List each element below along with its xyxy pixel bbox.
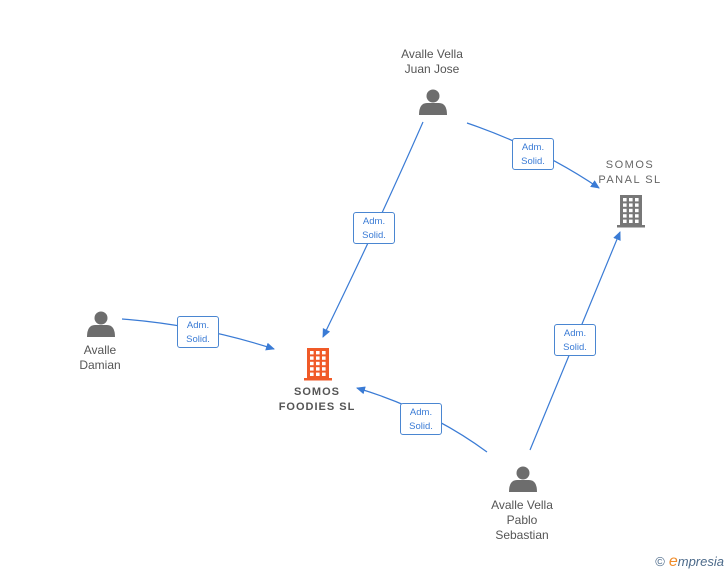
person-label-jj[interactable]: Avalle Vella Juan Jose — [401, 47, 463, 76]
edge-label-jj-panal[interactable]: Adm. Solid. — [512, 138, 554, 170]
empresia-watermark[interactable]: ©empresia — [655, 553, 724, 570]
person-icon-jj[interactable] — [419, 89, 447, 116]
edge-label-damian-foodies[interactable]: Adm. Solid. — [177, 316, 219, 348]
empresia-logo-icon: e — [668, 553, 678, 570]
person-label-pablo[interactable]: Avalle Vella Pablo Sebastian — [491, 498, 553, 542]
building-icon-foodies[interactable] — [304, 348, 332, 381]
copyright-icon: © — [655, 554, 665, 569]
person-icon-damian[interactable] — [87, 311, 115, 338]
edge-label-pablo-foodies[interactable]: Adm. Solid. — [400, 403, 442, 435]
person-icon-pablo[interactable] — [509, 466, 537, 493]
edge-label-pablo-panal[interactable]: Adm. Solid. — [554, 324, 596, 356]
person-label-damian[interactable]: Avalle Damian — [79, 343, 121, 372]
company-label-foodies[interactable]: SOMOS FOODIES SL — [278, 386, 356, 413]
edge-label-jj-foodies[interactable]: Adm. Solid. — [353, 212, 395, 244]
company-label-panal[interactable]: SOMOS PANAL SL — [598, 159, 662, 186]
building-icon-panal[interactable] — [617, 195, 645, 228]
